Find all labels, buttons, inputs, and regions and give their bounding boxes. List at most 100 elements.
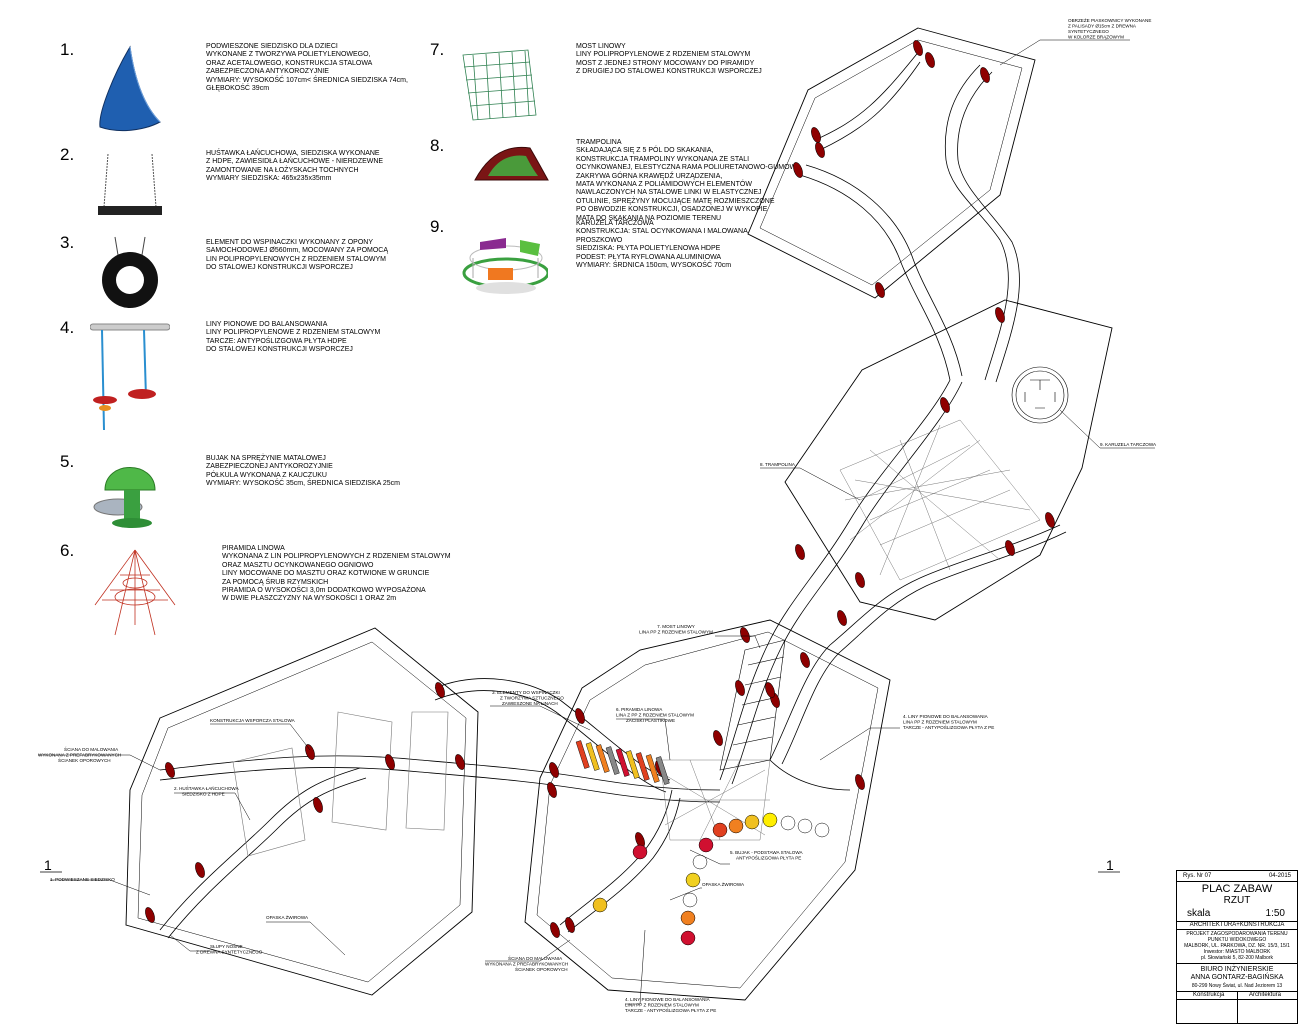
legend-image-2 [90,152,170,227]
post-marker [575,708,585,724]
post-marker [455,754,465,770]
post-marker [800,652,810,668]
rocker-seat [762,812,778,828]
post-marker [549,762,559,778]
rocker-seat [728,818,744,834]
legend-number-6: 6. [60,541,75,560]
annotation-trampoline: 8. TRAMPOLINA [760,462,796,467]
rocker-seat [797,818,813,834]
post-marker [195,862,205,878]
post-marker [1045,512,1055,528]
post-marker [1005,540,1015,556]
climbing-element [595,744,610,773]
top-zone-outline [747,27,1036,299]
post-marker [740,627,750,643]
post-marker [811,127,821,143]
annotation-gravel-right: OPASKA ŻWIROWA [702,881,745,887]
legend-image-3 [90,235,170,315]
post-marker [735,680,745,696]
rocker-seat [592,897,608,913]
legend-image-6 [90,545,180,645]
post-marker [875,282,885,298]
left-zone-outline [125,627,479,996]
post-marker [795,544,805,560]
pyramid-mesh [659,759,771,841]
rocker-seat [814,822,830,838]
drawing-date: 04-2015 [1268,873,1291,879]
post-marker [995,307,1005,323]
climbing-element [655,756,670,785]
post-marker [550,922,560,938]
climbing-element [635,752,650,781]
legend-image-4 [89,318,171,438]
rocker-seat [685,872,701,888]
office-info: BIURO INŻYNIERSKIE ANNA GONTARZ-BAGIŃSKA… [1190,966,1284,989]
middle-zone-outline [784,299,1113,621]
post-marker [855,774,865,790]
annotation-carousel: 9. KARUZELA TARCZOWA [1100,442,1157,447]
legend-image-7 [458,45,538,130]
climbing-element [625,750,640,779]
rocker-seat [780,815,796,831]
post-marker [145,907,155,923]
post-marker [713,730,723,746]
legend-number-7: 7. [430,40,445,59]
scale-value: 1:50 [1265,908,1285,919]
rocker-seat [682,892,698,908]
rocker-seat [712,822,728,838]
rope-bridge [719,639,786,771]
post-marker [855,572,865,588]
climbing-element [605,746,620,775]
post-marker [313,797,323,813]
title-main: PLAC ZABAW [1201,883,1273,895]
rocker-seat [744,814,760,830]
post-marker [940,397,950,413]
scale-label: skala [1187,908,1211,919]
rocker-seat [680,930,696,946]
annotation-support-structure: KONSTRUKCJA WSPORCZA STALOWA [210,718,296,723]
legend-number-9: 9. [430,217,445,236]
post-marker [913,40,923,56]
post-marker [793,162,803,178]
annotation-hanging-seat: 1. PODWIESZANE SIEDZISKO [50,877,115,882]
post-marker [837,610,847,626]
climbing-element [615,748,630,777]
legend-image-5 [90,455,170,535]
climbing-element [585,742,600,771]
legend-number-2: 2. [60,145,75,164]
trampoline-mesh [839,419,1041,581]
post-marker [980,67,990,83]
post-marker [385,754,395,770]
rocker-seat [692,854,708,870]
climbing-element [645,754,660,783]
rocker-seat [680,910,696,926]
section-mark-right: 1 [1106,857,1114,873]
legend-number-4: 4. [60,318,75,337]
rocker-seat [632,844,648,860]
right-zone-outline [524,619,891,1001]
project-info: PROJEKT ZAGOSPODAROWANIA TERENU PUNKTU W… [1184,931,1290,961]
post-marker [565,917,575,933]
climbing-element [575,740,590,769]
rocker-seat [698,837,714,853]
title-sub: RZUT [1223,895,1251,906]
legend-number-1: 1. [60,40,75,59]
legend-number-3: 3. [60,233,75,252]
post-marker [815,142,825,158]
title-block: Rys. Nr 07 04-2015 PLAC ZABAW RZUT skala… [1176,870,1298,1024]
